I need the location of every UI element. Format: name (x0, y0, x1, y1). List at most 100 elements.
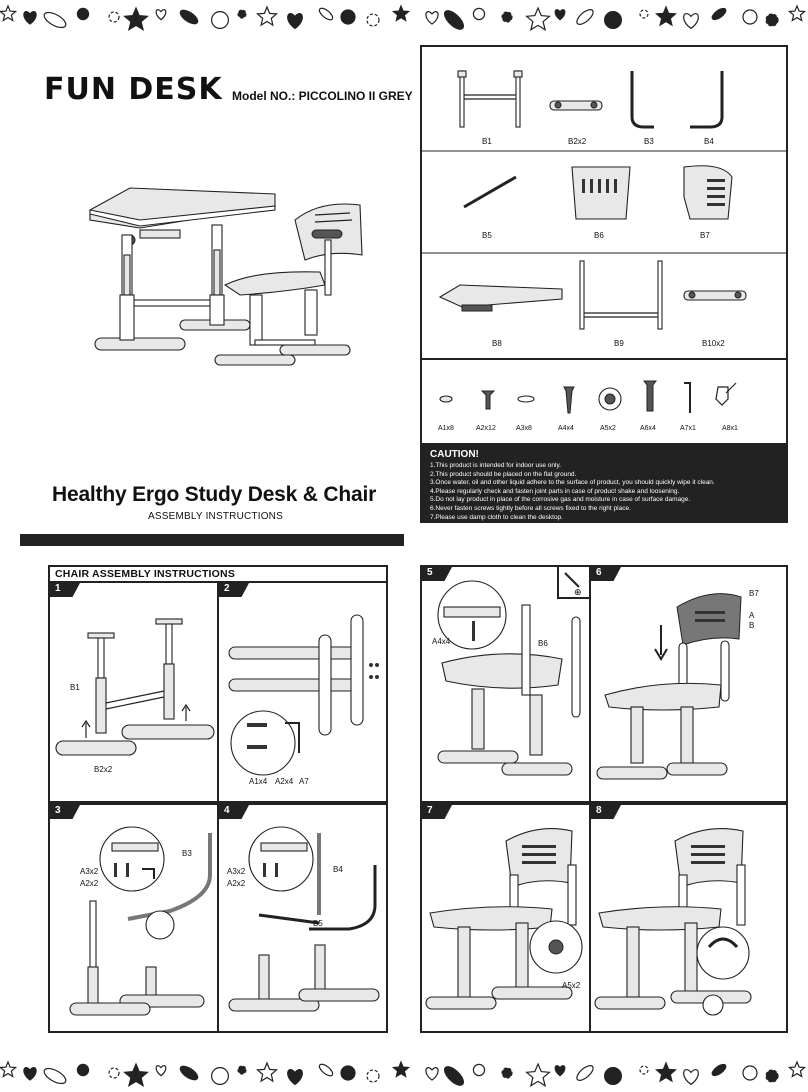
step-3-panel: 3 A3x2 A2x2 B3 (48, 803, 219, 1033)
doodle-leaf (179, 1065, 199, 1081)
caution-box: CAUTION! 1.This product is intended for … (422, 443, 786, 521)
decorative-doodles-bottom (0, 1060, 807, 1087)
doodle-circle (340, 9, 356, 25)
model-number: Model NO.: PICCOLINO II GREY (232, 89, 413, 103)
step-1-drawing (55, 618, 215, 756)
hardware-label-a7: A7x1 (680, 425, 696, 432)
part-b6-drawing (571, 166, 631, 220)
doodle-star (787, 4, 807, 22)
doodle-leaf (576, 1065, 594, 1081)
part-label-b1: B1 (482, 137, 492, 146)
hardware-label-a1: A1x8 (438, 425, 454, 432)
part-label-b6: B6 (594, 231, 604, 240)
part-label-b4: B4 (704, 137, 714, 146)
doodle-heart (683, 12, 699, 30)
doodle-circle (742, 9, 758, 25)
callout-b3: B3 (182, 849, 192, 858)
callout-a2: A2x2 (227, 879, 246, 888)
phillips-icon: ⊕ (574, 588, 582, 597)
doodle-heart (554, 1065, 566, 1077)
doodle-star (256, 1061, 278, 1083)
step-number-badge: 1 (50, 583, 80, 597)
doodle-flower (237, 9, 247, 19)
step-6-panel: 6 B7 A B (589, 565, 788, 803)
doodle-star (655, 1061, 677, 1083)
part-label-b8: B8 (492, 339, 502, 348)
hardware-label-a3: A3x8 (516, 425, 532, 432)
callout-b5: B5 (313, 919, 323, 928)
doodle-heart (425, 1067, 439, 1081)
doodle-leaf (711, 7, 727, 21)
doodle-leaf (318, 7, 334, 21)
caution-line: 5.Do not lay product in place of the cor… (430, 496, 691, 504)
parts-list-panel: B1 B2x2 B3 B4 B5 B6 B7 B8 B9 B10x2 A1x8 … (420, 45, 788, 523)
callout-a3: A3x2 (227, 867, 246, 876)
doodle-circle (603, 11, 622, 29)
hardware-drawings (439, 380, 737, 414)
hardware-label-a2: A2x12 (476, 425, 496, 432)
title-divider-bar (20, 534, 404, 546)
caution-title: CAUTION! (430, 449, 479, 460)
doodle-flower (237, 1065, 247, 1075)
doodle-leaf (443, 1066, 465, 1086)
step-number-badge: 8 (591, 805, 621, 819)
callout-b4: B4 (333, 865, 343, 874)
part-label-b5: B5 (482, 231, 492, 240)
part-b9-drawing (579, 260, 663, 330)
screwdriver-icon: ⊕ (557, 567, 589, 599)
doodle-circle (211, 11, 230, 29)
doodle-leaf (179, 9, 199, 25)
caution-line: 7.Please use damp cloth to clean the des… (430, 513, 563, 521)
callout-a4: A4x4 (432, 637, 451, 646)
doodle-flower (501, 1067, 513, 1079)
doodle-star (391, 4, 411, 22)
callout-b7: B7 (749, 589, 759, 598)
doodle-heart (23, 1067, 37, 1081)
part-label-b3: B3 (644, 137, 654, 146)
top-decorative-border (0, 0, 808, 34)
doodle-heart (683, 1068, 699, 1086)
step-7-drawing (425, 828, 583, 1010)
doodle-flower (108, 11, 120, 23)
chair-assembly-title: CHAIR ASSEMBLY INSTRUCTIONS (55, 568, 236, 580)
doodle-circle (472, 7, 486, 21)
doodle-star (123, 6, 149, 31)
doodle-circle (76, 7, 90, 21)
part-label-b2: B2x2 (568, 137, 587, 146)
caution-line: 2.This product should be placed on the f… (430, 470, 577, 478)
callout-b: B (749, 621, 755, 630)
caution-line: 4.Please regularly check and fasten join… (430, 487, 680, 495)
step-5-drawing (437, 580, 581, 776)
part-b2-drawing (549, 100, 603, 111)
bottom-decorative-border (0, 1054, 808, 1092)
doodle-heart (425, 11, 439, 25)
part-b1-drawing (457, 70, 523, 128)
decorative-doodles-top (0, 4, 807, 31)
part-b7-drawing (683, 165, 733, 220)
doodle-star (655, 5, 677, 27)
part-b8-drawing (438, 284, 563, 312)
callout-a1: A1x4 (249, 777, 268, 786)
doodle-leaf (443, 10, 465, 30)
hardware-label-a6: A6x4 (640, 425, 656, 432)
doodle-star (391, 1060, 411, 1078)
doodle-leaf (576, 9, 594, 25)
doodle-leaf (318, 1063, 334, 1077)
doodle-flower (366, 13, 380, 27)
doodle-leaf (43, 1067, 67, 1085)
part-b10-drawing (683, 290, 747, 301)
part-label-b9: B9 (614, 339, 624, 348)
step-8-drawing (594, 828, 752, 1016)
doodle-star (256, 5, 278, 27)
hardware-label-a8: A8x1 (722, 425, 738, 432)
doodle-flower (639, 1065, 649, 1075)
part-label-b10: B10x2 (702, 339, 725, 348)
caution-line: 6.Never fasten screws tightly before all… (430, 504, 631, 512)
callout-b6: B6 (538, 639, 548, 648)
parts-illustrations (422, 70, 786, 414)
doodle-flower (501, 11, 513, 23)
step-4-panel: 4 A3x2 A2x2 B4 B5 (217, 803, 388, 1033)
step-number-badge: 5 (422, 567, 452, 581)
doodle-leaf (43, 11, 67, 29)
step-number-badge: 4 (219, 805, 249, 819)
